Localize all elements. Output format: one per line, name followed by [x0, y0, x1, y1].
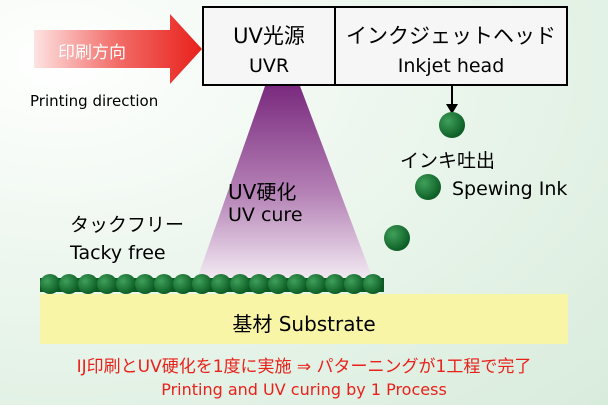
substrate-bar: [40, 294, 568, 344]
uv-cure-label-en: UV cure: [228, 204, 303, 226]
substrate-label: 基材 Substrate: [232, 312, 376, 336]
uv-source-label-jp: UV光源: [233, 24, 305, 48]
tacky-label-jp: タックフリー: [70, 214, 185, 236]
caption-jp: IJ印刷とUV硬化を1度に実施 ⇒ パターニングが1工程で完了: [76, 357, 532, 377]
direction-label-en: Printing direction: [30, 92, 159, 110]
uv-source-label-en: UVR: [248, 55, 290, 77]
tacky-label-en: Tacky free: [70, 242, 166, 264]
ink-drop: [439, 112, 465, 138]
inkjet-head-label-jp: インクジェットヘッド: [346, 24, 556, 48]
uv-beam: [196, 86, 374, 282]
ink-eject-label-en: Spewing Ink: [452, 178, 568, 200]
inkjet-head-label-en: Inkjet head: [397, 55, 505, 77]
inkjet-head-box: インクジェットヘッド Inkjet head: [334, 6, 568, 86]
uv-source-box: UV光源 UVR: [202, 6, 336, 86]
caption-en: Printing and UV curing by 1 Process: [161, 380, 447, 399]
eject-arrow: [446, 104, 458, 114]
direction-arrow: [34, 14, 202, 84]
cured-ink-layer: [40, 274, 384, 294]
ink-drop: [415, 174, 441, 200]
uv-cure-label-jp: UV硬化: [228, 180, 297, 204]
ink-eject-label-jp: インキ吐出: [400, 150, 496, 172]
ink-drop: [384, 225, 410, 251]
direction-label-jp: 印刷方向: [58, 43, 126, 63]
